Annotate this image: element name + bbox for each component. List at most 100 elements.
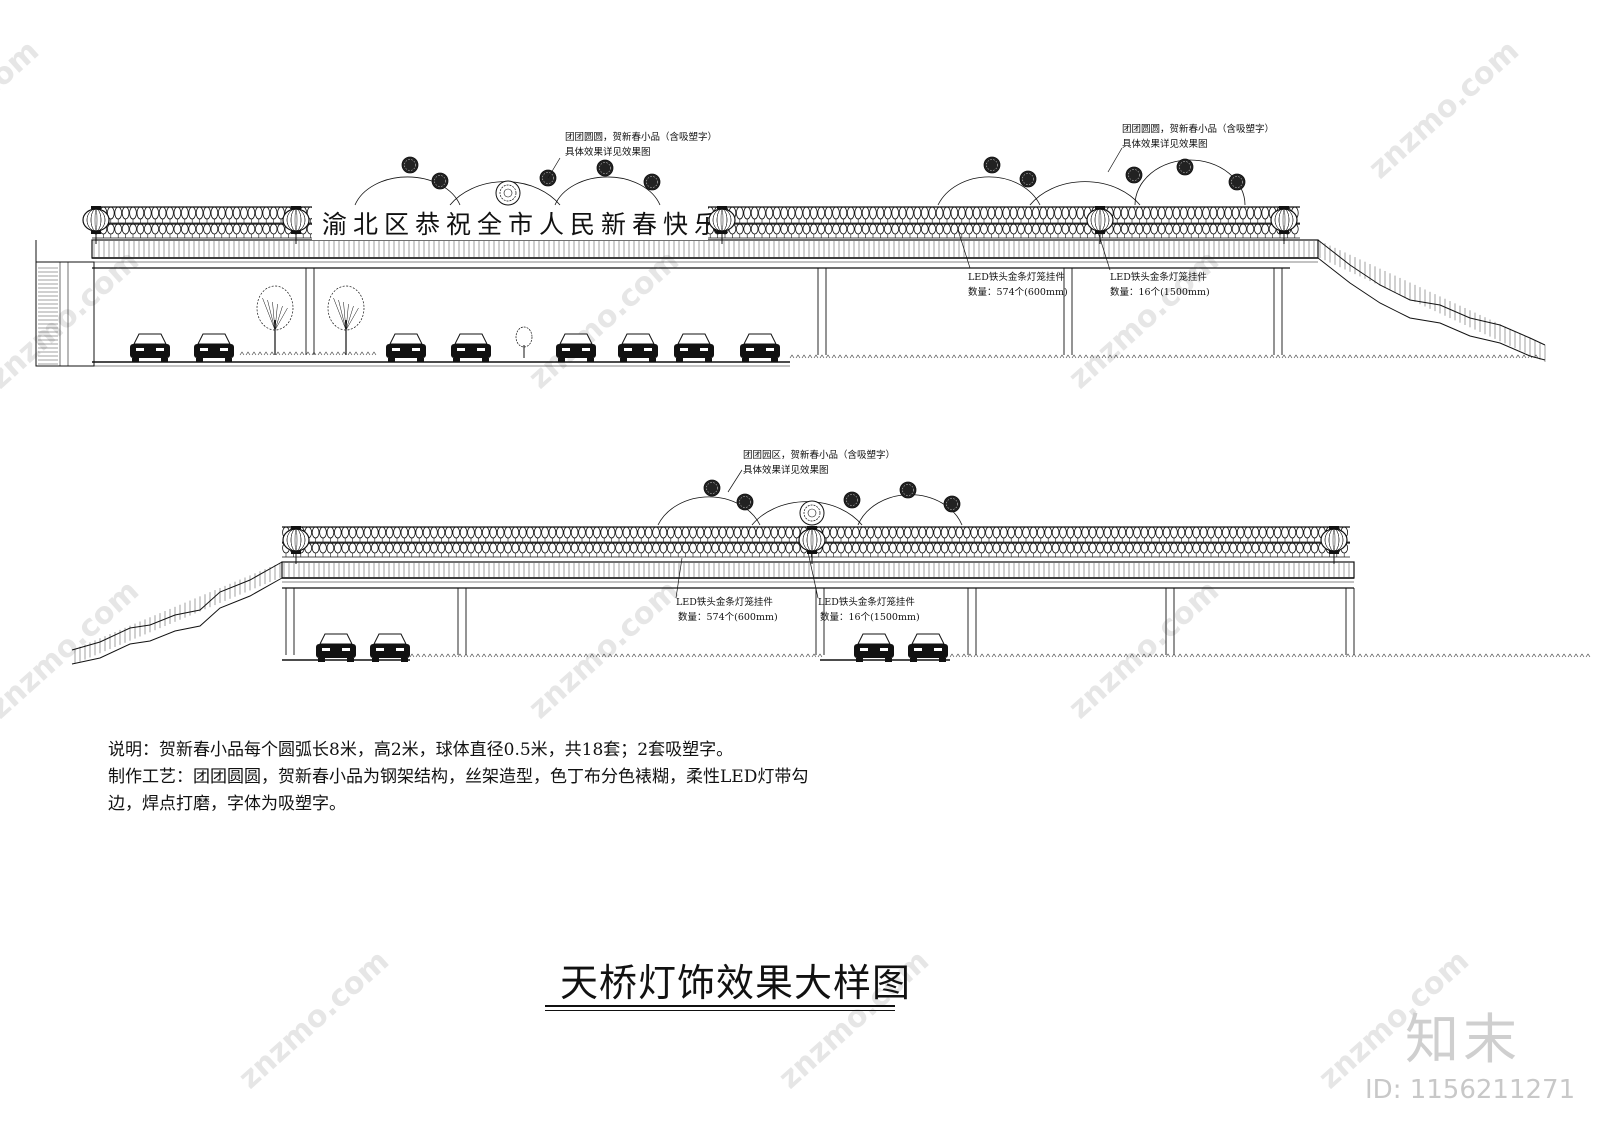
lantern-icon [1046,206,1055,220]
big-lantern-base [291,551,301,554]
grass-tuft [1507,653,1513,658]
grass-tuft [897,354,903,359]
lantern-icon [763,526,771,539]
lantern-icon [166,206,174,220]
grass-tuft [601,653,607,658]
car-roof [621,333,655,345]
lantern-icon [758,223,766,235]
grass-tuft [1153,653,1159,658]
grass-tuft [359,351,365,356]
lantern-icon [735,223,744,235]
lantern-icon [1081,526,1089,539]
grass-tuft [1003,653,1009,658]
lantern-icon [866,542,875,554]
lantern-icon [151,223,160,235]
led-top-1-line2: 数量：574个(600mm) [968,286,1068,298]
lantern-icon [874,542,882,554]
lantern-icon [1081,542,1089,554]
grass-tuft [1243,653,1249,658]
lantern-icon [933,542,941,554]
car-headlight [680,348,688,351]
lantern-icon [504,526,512,539]
lantern-icon [652,526,660,539]
lantern-icon [1236,542,1245,554]
lantern-icon [740,526,749,539]
lantern-icon [107,223,115,235]
lantern-icon [1194,206,1203,220]
ornament-ball-pattern [404,159,416,171]
car-headlight [644,348,652,351]
lantern-icon [999,542,1008,554]
lantern-icon [777,542,786,554]
grass-tuft [813,354,819,359]
car-wheel [620,358,627,362]
lantern-icon [1185,542,1193,554]
lantern-icon [674,542,682,554]
grass-tuft [801,354,807,359]
lantern-icon [269,206,278,220]
lantern-icon [1014,542,1023,554]
lantern-icon [802,223,811,235]
grass-tuft [831,354,837,359]
grass-tuft [1107,354,1113,359]
grass-tuft [1549,653,1555,658]
lantern-icon [1037,526,1045,539]
grass-tuft [1225,653,1231,658]
lantern-icon [1143,206,1151,220]
grass-tuft [1117,653,1123,658]
grass-tuft [805,653,811,658]
lantern-icon [1069,223,1077,235]
grass-tuft [1269,354,1275,359]
watermark-text: znzmo.com [522,573,686,726]
lantern-icon [999,526,1008,539]
lantern-icon [896,526,904,539]
lantern-icon [1266,526,1274,539]
lantern-icon [1180,223,1188,235]
grass-tuft [1579,653,1585,658]
grass-tuft [1197,354,1203,359]
grass-tuft [583,653,589,658]
lantern-icon [1239,223,1247,235]
lantern-icon [994,223,1003,235]
lantern-icon [511,542,520,554]
lantern-icon [1022,526,1030,539]
car-wheel [372,658,379,662]
grass-tuft [1161,354,1167,359]
grass-tuft [975,354,981,359]
ornament-ball-pattern [1128,169,1140,181]
car-headlight [457,348,465,351]
grass-tuft [1119,354,1125,359]
lantern-icon [1029,542,1038,554]
lantern-icon [1310,542,1319,554]
lantern-icon [1009,223,1018,235]
lantern-icon [363,542,372,554]
lantern-icon [869,223,877,235]
car-headlight [562,348,570,351]
car-body-icon [556,344,596,358]
car-wheel [676,358,683,362]
lantern-icon [151,206,160,220]
lantern-icon [1177,526,1186,539]
note-line-1: 说明：贺新春小品每个圆弧长8米，高2米，球体直径0.5米，共18套；2套吸塑字。 [108,740,734,760]
lantern-icon [962,542,971,554]
grass-tuft [1383,354,1389,359]
grass-tuft [1209,354,1215,359]
grass-tuft [1267,653,1273,658]
arch-ornaments-bottom [657,479,963,526]
led-top-2-line2: 数量：16个(1500mm) [1110,286,1210,298]
lantern-icon [1076,223,1084,235]
grass-tuft [1237,653,1243,658]
lantern-icon [385,526,394,539]
big-lantern-cap [291,206,301,209]
lantern-icon [203,206,211,220]
car-wheel [910,658,917,662]
lantern-icon [129,206,137,220]
grass-tuft [1449,354,1455,359]
grass-tuft [493,653,499,658]
car-wheel [388,358,395,362]
lantern-icon [1261,223,1269,235]
lantern-icon [370,526,379,539]
lantern-icon [319,542,327,554]
grass-tuft [1309,653,1315,658]
